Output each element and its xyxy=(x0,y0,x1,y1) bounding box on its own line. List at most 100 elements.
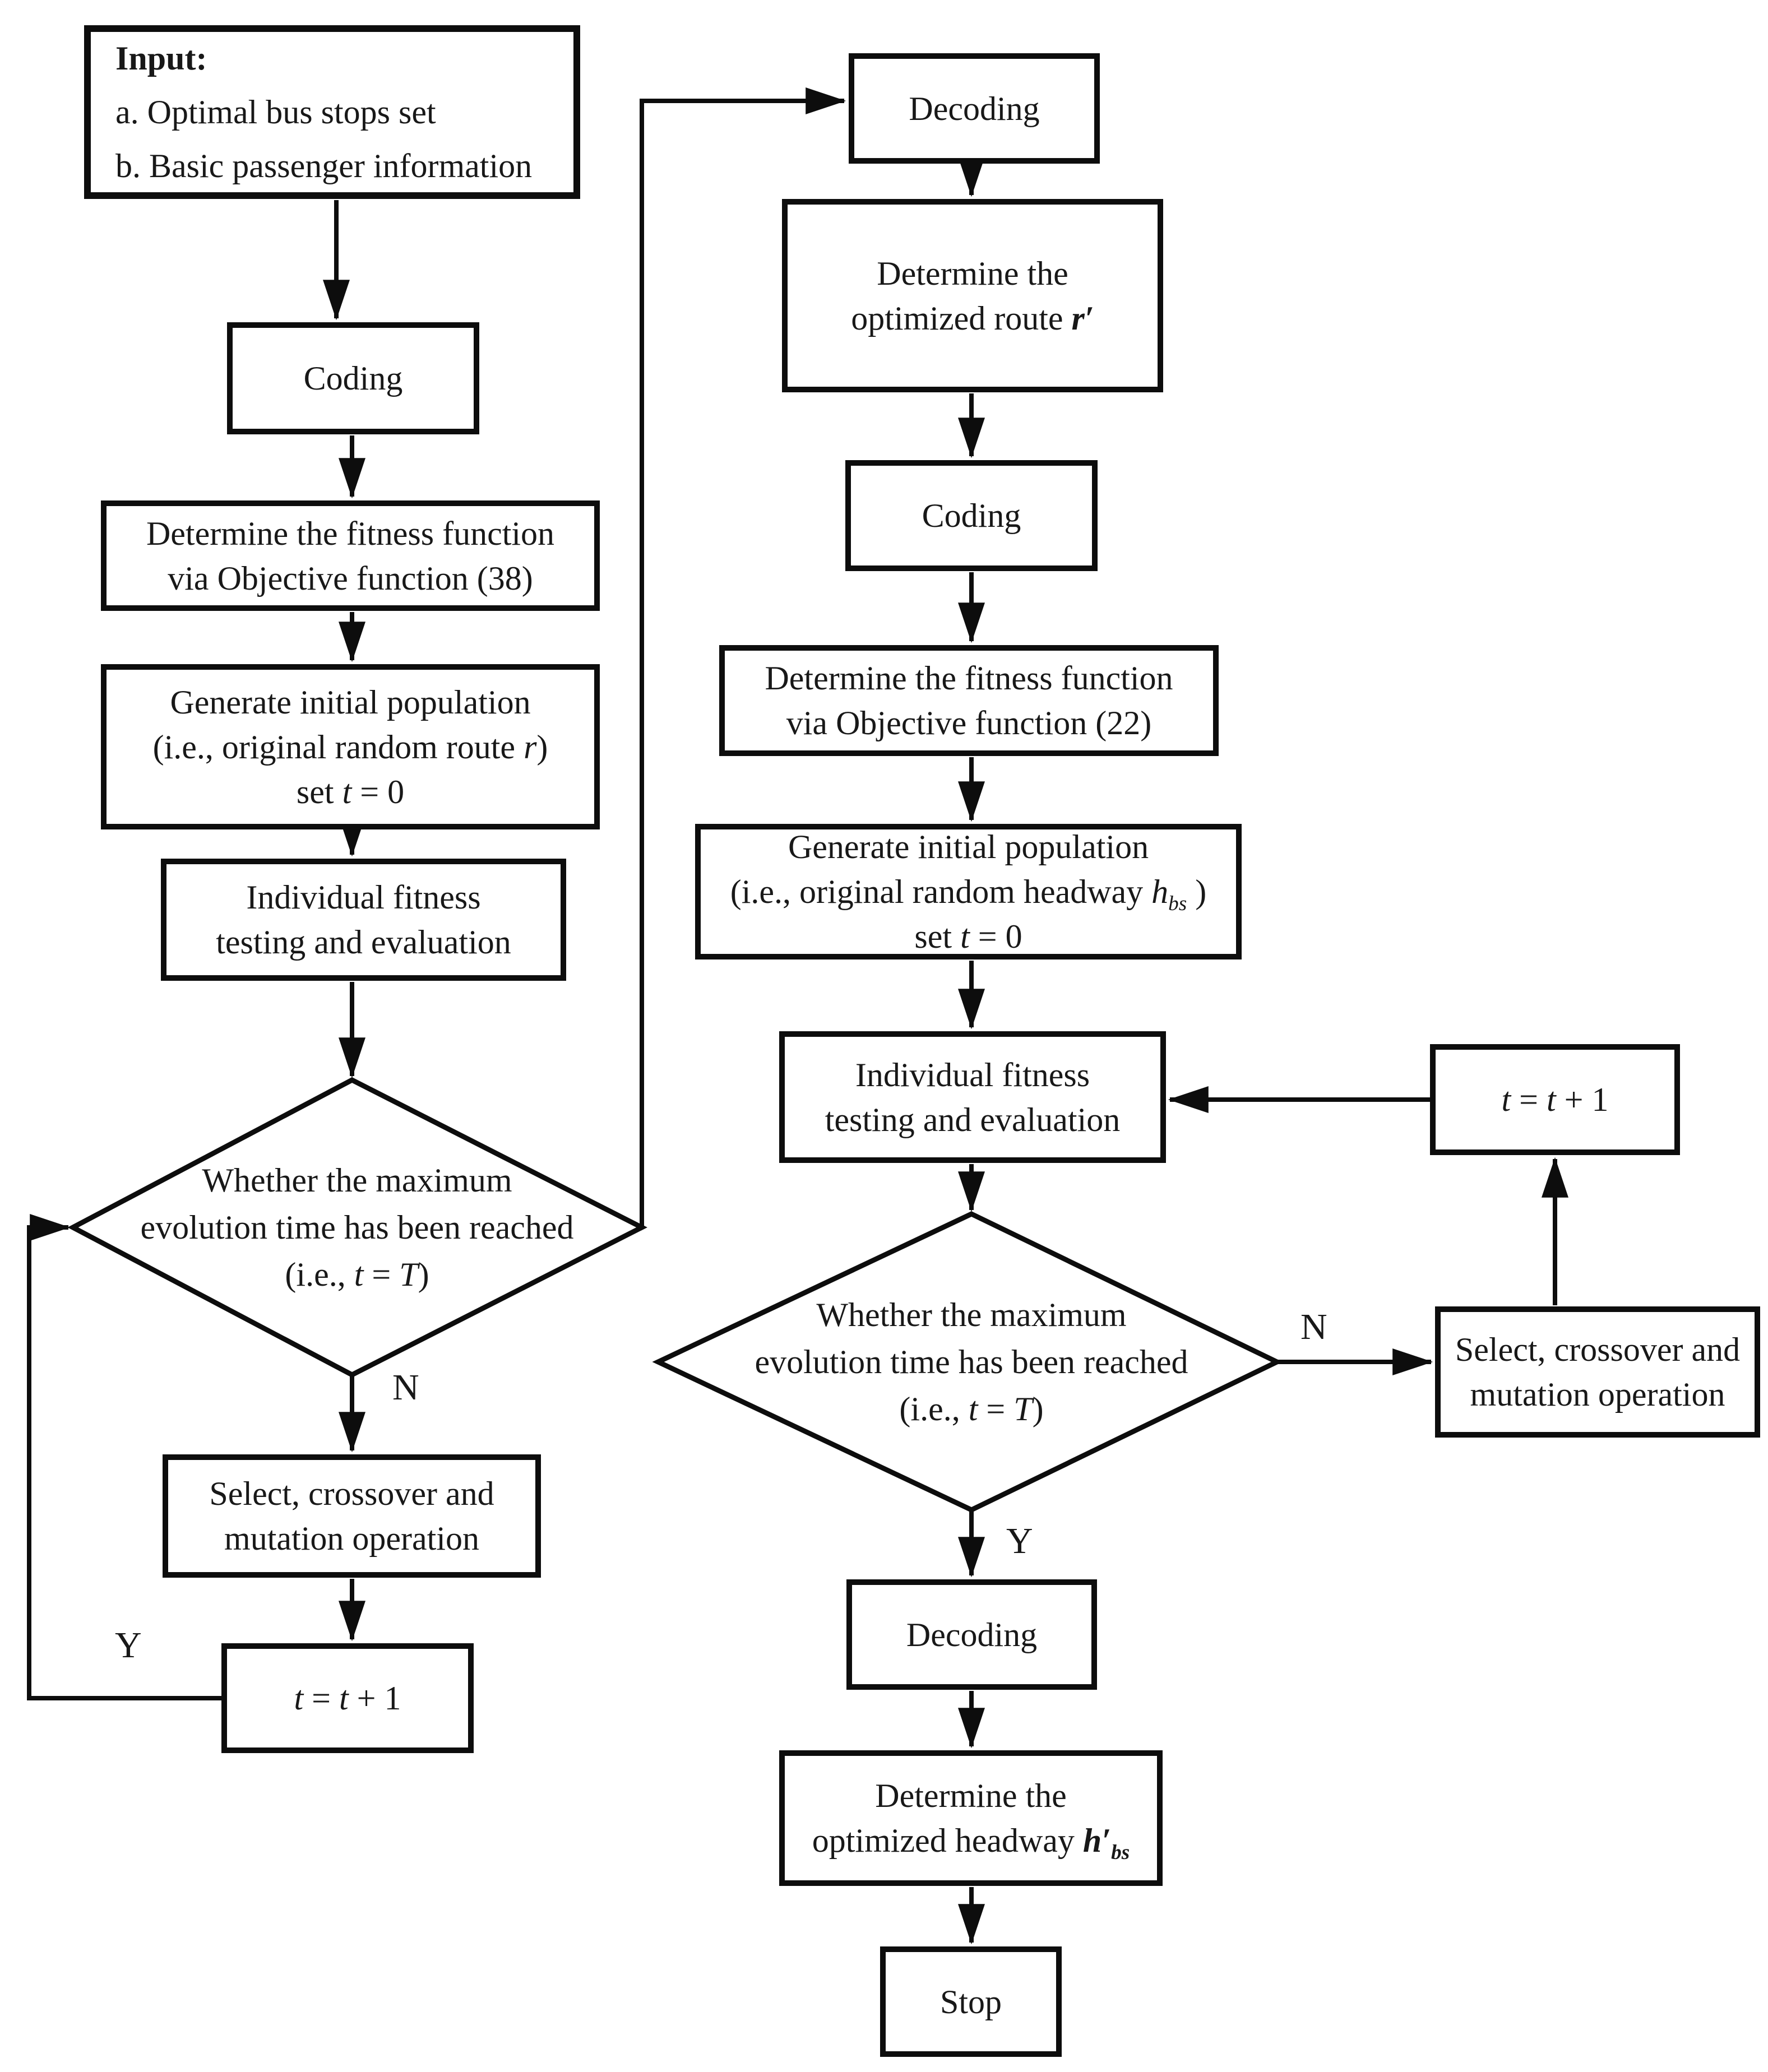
increment-right-mid: = xyxy=(1511,1081,1547,1118)
node-increment-right: t = t + 1 xyxy=(1430,1044,1680,1155)
decision-left-line1: Whether the maximum xyxy=(202,1162,512,1199)
decision-right-line3-mid: = xyxy=(978,1390,1014,1427)
increment-left-var1: t xyxy=(294,1680,304,1717)
flow-label-yes-left: Y xyxy=(115,1625,142,1666)
route-line1: Determine the xyxy=(877,254,1068,292)
select-right-line2: mutation operation xyxy=(1470,1376,1725,1413)
increment-left-var2: t xyxy=(339,1680,349,1717)
generate-left-line2-pre: (i.e., original random route xyxy=(152,728,524,766)
fitness-left-line1: Determine the fitness function xyxy=(146,514,555,552)
coding-right-label: Coding xyxy=(922,497,1021,534)
generate-right-line3-pre: set xyxy=(914,918,961,955)
fitness-left-line2: via Objective function (38) xyxy=(168,559,533,597)
input-item-b: b. Basic passenger information xyxy=(115,147,533,184)
node-decoding-bottom: Decoding xyxy=(846,1579,1097,1690)
generate-left-route-var: r xyxy=(524,728,537,766)
generate-right-headway-sub: bs xyxy=(1168,892,1187,915)
decision-left-line3: (i.e., t = T) xyxy=(285,1251,429,1298)
increment-right-var1: t xyxy=(1501,1081,1511,1118)
decision-left-text: Whether the maximum evolution time has b… xyxy=(102,1143,612,1311)
decision-left-line3-mid: = xyxy=(363,1256,400,1293)
flow-label-no-left: N xyxy=(392,1367,419,1408)
generate-right-line2-post: ) xyxy=(1187,873,1207,910)
select-left-line2: mutation operation xyxy=(224,1520,479,1557)
node-fitness-left: Determine the fitness function via Objec… xyxy=(101,500,600,611)
generate-left-line3-pre: set xyxy=(296,773,343,810)
select-left-line1: Select, crossover and xyxy=(209,1475,494,1512)
node-headway: Determine the optimized headway h′bs xyxy=(779,1750,1163,1886)
individual-right-line1: Individual fitness xyxy=(855,1056,1090,1093)
generate-right-t-var: t xyxy=(960,918,970,955)
headway-prime: ′ xyxy=(1101,1822,1112,1859)
decision-diamond-right xyxy=(652,1211,1283,1513)
generate-right-line3-post: = 0 xyxy=(969,918,1022,955)
headway-line2-pre: optimized headway xyxy=(812,1822,1083,1859)
generate-right-headway-var: h xyxy=(1151,873,1169,910)
route-line2: optimized route r′ xyxy=(851,296,1094,341)
decision-right-line3-post: ) xyxy=(1032,1390,1044,1427)
decision-right-line3: (i.e., t = T) xyxy=(899,1385,1043,1433)
node-select-right: Select, crossover and mutation operation xyxy=(1435,1306,1760,1438)
generate-right-line3: set t = 0 xyxy=(914,914,1022,959)
node-stop: Stop xyxy=(880,1946,1062,2057)
generate-left-line3-post: = 0 xyxy=(351,773,405,810)
increment-right-post: + 1 xyxy=(1556,1081,1609,1118)
stop-label: Stop xyxy=(939,1983,1002,2020)
node-individual-right: Individual fitness testing and evaluatio… xyxy=(779,1031,1166,1163)
node-coding-right: Coding xyxy=(845,460,1098,571)
generate-right-line2-pre: (i.e., original random headway xyxy=(730,873,1152,910)
decoding-bottom-label: Decoding xyxy=(906,1616,1038,1653)
individual-right-line2: testing and evaluation xyxy=(825,1101,1121,1138)
decision-left-line3-pre: (i.e., xyxy=(285,1256,354,1293)
generate-left-line1: Generate initial population xyxy=(170,683,531,721)
decision-diamond-left xyxy=(67,1077,647,1378)
generate-left-t-var: t xyxy=(342,773,352,810)
fitness-right-line1: Determine the fitness function xyxy=(765,660,1173,697)
node-generate-left: Generate initial population (i.e., origi… xyxy=(101,664,600,829)
route-prime: ′ xyxy=(1084,299,1094,337)
node-increment-left: t = t + 1 xyxy=(221,1643,474,1753)
headway-var: h xyxy=(1082,1822,1102,1859)
individual-left-line2: testing and evaluation xyxy=(216,924,511,961)
headway-line2: optimized headway h′bs xyxy=(812,1818,1130,1863)
node-select-left: Select, crossover and mutation operation xyxy=(163,1454,541,1578)
generate-left-line2: (i.e., original random route r) xyxy=(153,725,548,770)
flow-label-no-right: N xyxy=(1300,1306,1327,1347)
generate-left-line3: set t = 0 xyxy=(297,770,404,814)
input-title: Input: xyxy=(115,40,207,77)
headway-sub: bs xyxy=(1111,1841,1130,1864)
flow-label-yes-right: Y xyxy=(1006,1521,1033,1561)
node-generate-right: Generate initial population (i.e., origi… xyxy=(695,824,1242,959)
headway-line1: Determine the xyxy=(875,1777,1067,1814)
increment-left-post: + 1 xyxy=(348,1680,401,1717)
node-route: Determine the optimized route r′ xyxy=(782,199,1163,392)
decoding-top-label: Decoding xyxy=(909,90,1040,127)
decision-left-t-var: t xyxy=(354,1256,364,1293)
node-decoding-top: Decoding xyxy=(849,53,1100,164)
coding-left-label: Coding xyxy=(303,360,403,397)
increment-right-expr: t = t + 1 xyxy=(1501,1077,1608,1122)
decision-left-line3-post: ) xyxy=(418,1256,429,1293)
increment-left-expr: t = t + 1 xyxy=(294,1676,401,1721)
route-line2-pre: optimized route xyxy=(851,299,1072,337)
generate-left-line2-post: ) xyxy=(536,728,548,766)
increment-right-var2: t xyxy=(1547,1081,1556,1118)
decision-left-line2: evolution time has been reached xyxy=(140,1209,574,1246)
decision-right-line2: evolution time has been reached xyxy=(755,1343,1188,1380)
individual-left-line1: Individual fitness xyxy=(246,879,481,916)
fitness-right-line2: via Objective function (22) xyxy=(786,704,1152,741)
increment-left-mid: = xyxy=(303,1680,339,1717)
route-var: r xyxy=(1071,299,1085,337)
input-item-a: a. Optimal bus stops set xyxy=(115,94,436,131)
node-coding-left: Coding xyxy=(227,322,479,434)
decision-right-text: Whether the maximum evolution time has b… xyxy=(716,1278,1227,1446)
decision-right-line1: Whether the maximum xyxy=(816,1296,1127,1333)
arrow-decision-left-to-decoding-top xyxy=(640,87,846,1227)
node-fitness-right: Determine the fitness function via Objec… xyxy=(719,645,1219,756)
node-individual-left: Individual fitness testing and evaluatio… xyxy=(161,859,566,981)
node-input: Input: a. Optimal bus stops set b. Basic… xyxy=(84,25,580,199)
decision-right-T-var: T xyxy=(1013,1390,1033,1427)
select-right-line1: Select, crossover and xyxy=(1455,1331,1741,1368)
